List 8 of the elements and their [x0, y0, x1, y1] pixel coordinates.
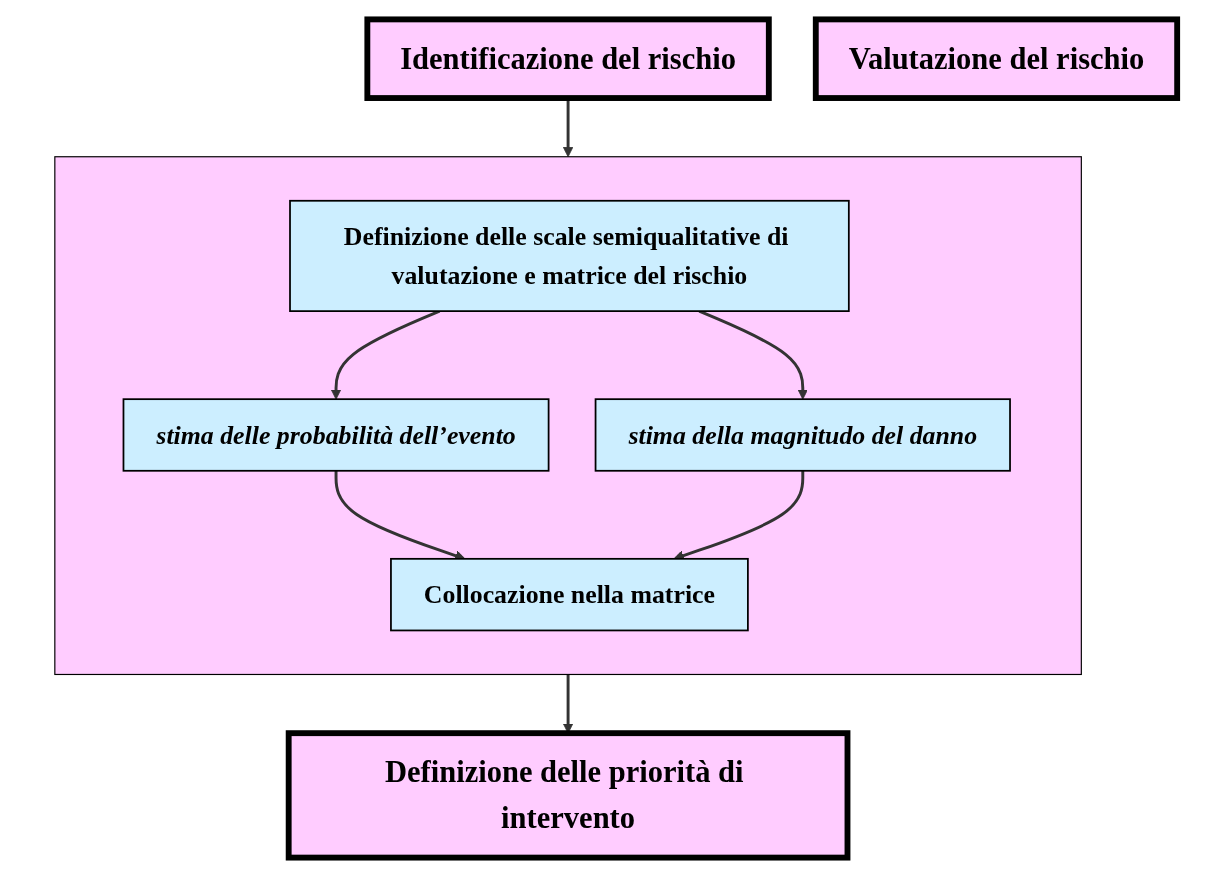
node-box: Valutazione del rischio — [812, 16, 1181, 101]
node-box: Definizione delle priorità di intervento — [285, 730, 851, 861]
node-box: stima delle probabilità dell’evento — [122, 398, 550, 472]
node-box: stima della magnitudo del danno — [594, 398, 1011, 472]
cluster — [54, 156, 1082, 676]
node-box: Definizione delle scale semiqualitative di valutazione e matrice del rischio — [289, 199, 850, 312]
node-box: Collocazione nella matrice — [390, 557, 749, 632]
node-box: Identificazione del rischio — [364, 16, 772, 101]
